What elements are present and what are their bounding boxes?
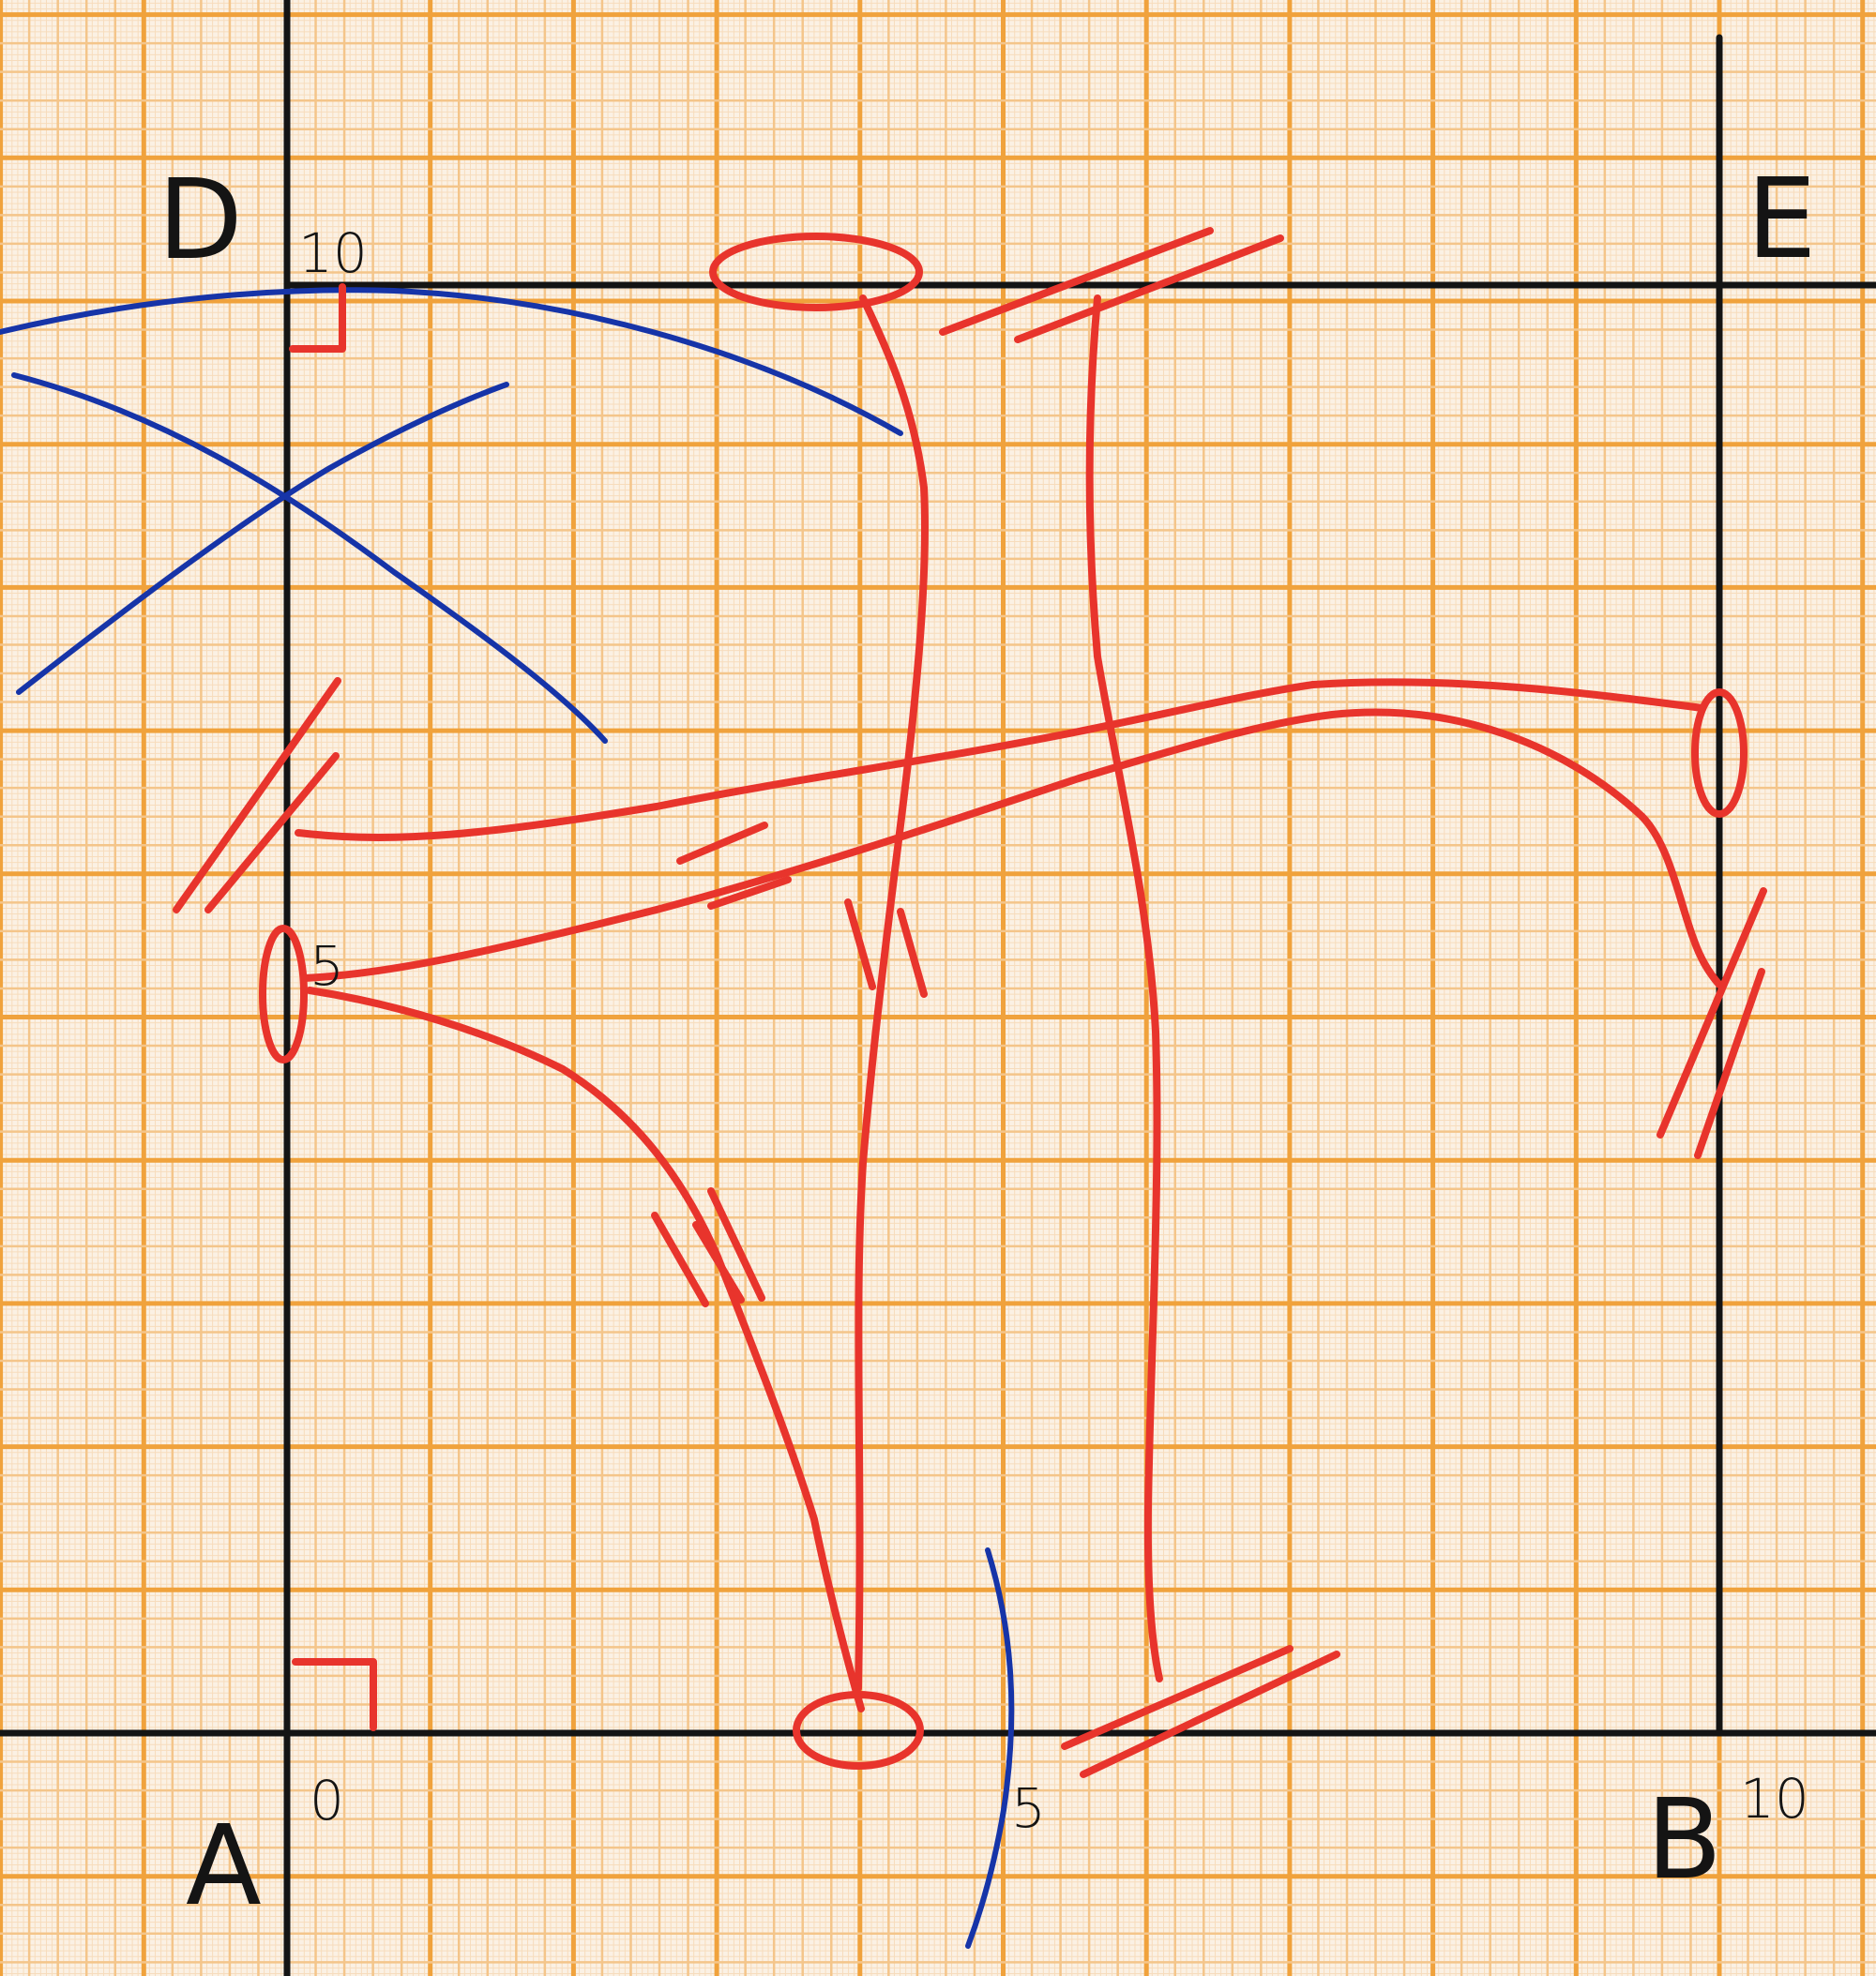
scale-label-origin: 0: [310, 1769, 344, 1833]
label-point-b: B: [1646, 1774, 1722, 1904]
double-tick-diag-2: [692, 1221, 745, 1304]
label-point-a: A: [186, 1801, 262, 1930]
tick-top-2: [1014, 234, 1284, 343]
tick-top-1: [939, 227, 1214, 336]
tick-bottom-2: [1080, 1651, 1340, 1778]
tick-right-2: [1694, 968, 1765, 1159]
equal-circle-left: [259, 925, 308, 1063]
tick-bottom-1: [1061, 1645, 1294, 1750]
marker-annotations: [173, 227, 1767, 1778]
scale-label-y-5: 5: [310, 934, 344, 998]
scale-label-x-5: 5: [1011, 1776, 1046, 1840]
scale-label-x-10: 10: [1740, 1767, 1809, 1831]
equal-circle-top: [709, 233, 923, 311]
line-top-tick-to-bottom-tick: [1085, 294, 1163, 1682]
compass-arc-descending: [11, 372, 608, 744]
equal-circle-right: [1691, 688, 1747, 818]
label-point-e: E: [1747, 154, 1817, 283]
right-angle-mark-bottom: [292, 1658, 377, 1731]
right-angle-mark-top: [289, 283, 346, 353]
compass-arc-bottom: [965, 1547, 1015, 1949]
double-tick-diag-1: [651, 1212, 709, 1307]
double-tick-diag-3: [707, 1187, 765, 1302]
double-tick-mid-2: [707, 876, 792, 910]
line-left-tick-to-right-circle: [295, 678, 1706, 841]
compass-arc-ascending: [16, 382, 509, 695]
label-point-d: D: [158, 155, 243, 284]
tick-right-1: [1657, 887, 1767, 1139]
tick-left-2: [204, 752, 340, 913]
double-tick-mid-1: [676, 822, 768, 865]
line-left-circle-to-right-tick: [301, 708, 1723, 988]
figure-labels: D E A B 0 5 10 5 10: [158, 154, 1817, 1930]
scale-label-y-10: 10: [298, 221, 368, 285]
double-tick-vertical-1: [844, 898, 876, 990]
tick-left-1: [173, 677, 341, 913]
compass-construction: [0, 287, 1015, 1949]
compass-arc-top: [0, 287, 903, 436]
double-tick-vertical-2: [897, 908, 928, 998]
line-top-circle-to-bottom-circle: [855, 294, 929, 1692]
